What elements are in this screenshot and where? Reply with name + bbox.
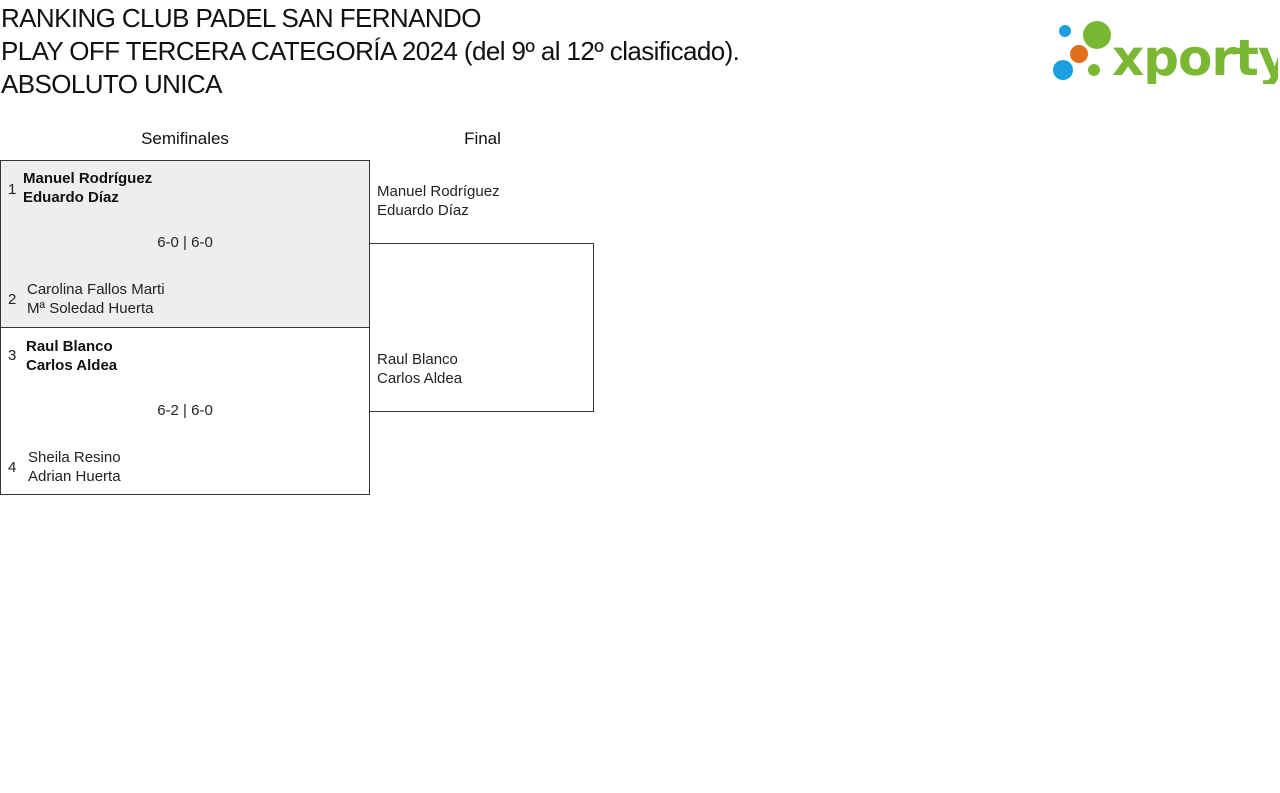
player-name: Raul Blanco	[377, 351, 458, 368]
team-entry[interactable]: Sheila Resino Adrian Huerta	[28, 448, 121, 486]
final-team-1[interactable]: Manuel Rodríguez Eduardo Díaz	[377, 182, 500, 220]
player-name: Adrian Huerta	[28, 468, 121, 485]
title-line-club: RANKING CLUB PADEL SAN FERNANDO	[1, 3, 481, 33]
page-title: RANKING CLUB PADEL SAN FERNANDO PLAY OFF…	[1, 2, 740, 101]
player-name: Sheila Resino	[28, 449, 121, 466]
seed-number: 3	[8, 347, 17, 364]
xporty-logo-icon: xporty	[1053, 21, 1278, 84]
player-name: Raul Blanco	[26, 338, 113, 355]
logo-dot-blue-small	[1059, 25, 1071, 37]
title-line-category: ABSOLUTO UNICA	[1, 69, 222, 99]
logo-dot-green-small	[1088, 64, 1100, 76]
player-name: Carlos Aldea	[26, 357, 118, 374]
player-name: Manuel Rodríguez	[377, 183, 500, 200]
seed-number: 4	[8, 459, 17, 476]
player-name: Mª Soledad Huerta	[27, 300, 154, 317]
logo-text: xporty	[1112, 29, 1278, 84]
final-match-bracket	[369, 243, 594, 412]
round-header-semifinals: Semifinales	[141, 129, 229, 148]
player-name: Eduardo Díaz	[23, 189, 119, 206]
semifinal-match-2[interactable]: 3 Raul Blanco Carlos Aldea 6-2 | 6-0 4 S…	[0, 327, 370, 495]
logo-dot-blue-large	[1053, 60, 1073, 80]
final-team-2[interactable]: Raul Blanco Carlos Aldea	[377, 350, 462, 388]
seed-number: 1	[8, 181, 17, 198]
title-line-playoff: PLAY OFF TERCERA CATEGORÍA 2024 (del 9º …	[1, 36, 740, 66]
player-name: Manuel Rodríguez	[23, 170, 153, 187]
player-name: Eduardo Díaz	[377, 202, 469, 219]
semifinal-match-1[interactable]: 1 Manuel Rodríguez Eduardo Díaz 6-0 | 6-…	[0, 160, 370, 328]
team-entry-winner[interactable]: Raul Blanco Carlos Aldea	[26, 337, 117, 375]
player-name: Carolina Fallos Marti	[27, 281, 165, 298]
team-entry[interactable]: Carolina Fallos Marti Mª Soledad Huerta	[27, 280, 165, 318]
match-score: 6-0 | 6-0	[157, 234, 213, 251]
round-header-final: Final	[464, 129, 501, 148]
logo-dot-orange	[1070, 45, 1088, 63]
team-entry-winner[interactable]: Manuel Rodríguez Eduardo Díaz	[23, 169, 152, 207]
logo-dot-green-large	[1083, 21, 1111, 49]
seed-number: 2	[8, 291, 17, 308]
player-name: Carlos Aldea	[377, 370, 463, 387]
match-score: 6-2 | 6-0	[157, 402, 213, 419]
